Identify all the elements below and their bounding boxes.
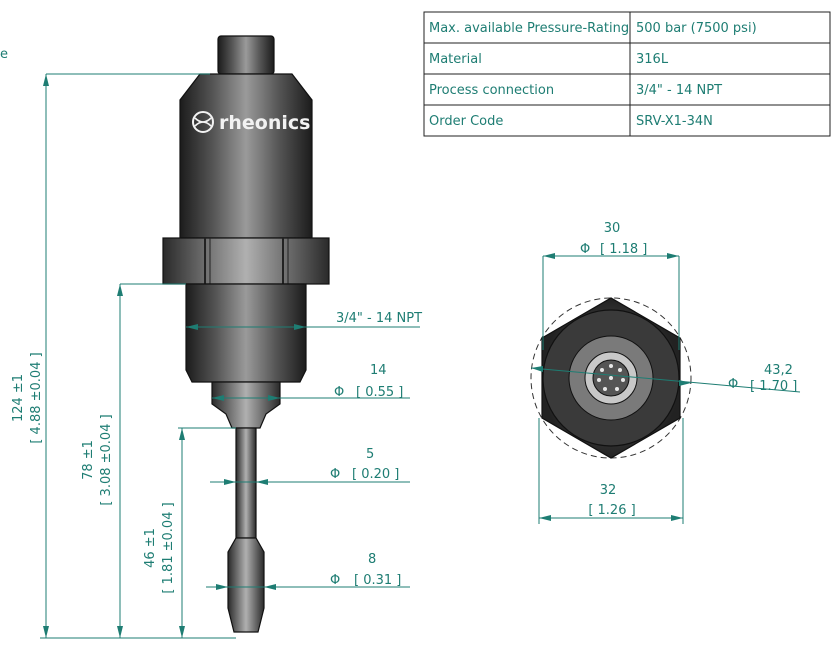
spec-label-order-code: Order Code: [429, 114, 503, 129]
dim-thread-to-tip-mm: 78 ±1: [81, 440, 96, 480]
sensor-tip: [227, 537, 265, 633]
connector-pins: [597, 364, 625, 391]
dim-shaft-length-inch: [ 1.81 ±0.04 ]: [161, 502, 176, 593]
dim-thread-to-tip-inch: [ 3.08 ±0.04 ]: [99, 414, 114, 505]
sensor-neck: [211, 381, 281, 429]
dim-hex-corner-inch: [ 1.70 ]: [750, 379, 797, 394]
rheonics-logo-icon: [192, 111, 214, 133]
threaded-connection: [185, 283, 307, 383]
sensor-side-view: rheonics: [162, 35, 330, 633]
dim-thread-label: 3/4" - 14 NPT: [336, 311, 422, 326]
dim-total-height-mm: 124 ±1: [11, 374, 26, 422]
dim-top-dia-mm: 30: [604, 221, 621, 236]
diameter-symbol-top: Φ: [580, 242, 590, 257]
dim-shaft-dia-mm: 5: [366, 447, 374, 462]
dim-hex-corner-mm: 43,2: [764, 363, 793, 378]
sensor-shaft: [235, 427, 257, 539]
spec-value-material: 316L: [636, 52, 669, 67]
hex-nut: [162, 237, 330, 285]
diameter-symbol-hex: Φ: [728, 377, 738, 392]
dim-tip-dia-mm: 8: [368, 552, 376, 567]
dim-hex-flat-mm: 32: [600, 483, 617, 498]
sensor-top-view: 30 Φ [ 1.18 ] 43,2 Φ [ 1.70 ] 32 [ 1.26 …: [530, 221, 801, 524]
spec-value-order-code: SRV-X1-34N: [636, 114, 713, 129]
spec-label-connection: Process connection: [429, 83, 554, 98]
spec-value-pressure: 500 bar (7500 psi): [636, 21, 757, 36]
dim-neck-dia-inch: [ 0.55 ]: [356, 385, 403, 400]
edge-fragment-label: e: [0, 47, 8, 62]
rheonics-logo: rheonics: [192, 111, 310, 134]
connector-plug: [217, 35, 275, 75]
spec-label-pressure: Max. available Pressure-Rating: [429, 21, 629, 36]
side-dimensions: 124 ±1 [ 4.88 ±0.04 ] 78 ±1 [ 3.08 ±0.04…: [11, 73, 422, 639]
dim-total-height-inch: [ 4.88 ±0.04 ]: [29, 352, 44, 443]
dim-neck-dia-mm: 14: [370, 363, 387, 378]
dim-hex-flat-inch: [ 1.26 ]: [588, 503, 635, 518]
sensor-body: [179, 73, 313, 239]
diameter-symbol-neck: Φ: [334, 385, 344, 400]
dim-top-dia-inch: [ 1.18 ]: [600, 242, 647, 257]
spec-value-connection: 3/4" - 14 NPT: [636, 83, 722, 98]
dim-shaft-dia-inch: [ 0.20 ]: [352, 467, 399, 482]
spec-table: Max. available Pressure-Rating 500 bar (…: [423, 11, 831, 137]
dim-tip-dia-inch: [ 0.31 ]: [354, 573, 401, 588]
diameter-symbol-shaft: Φ: [330, 467, 340, 482]
diameter-symbol-tip: Φ: [330, 573, 340, 588]
spec-label-material: Material: [429, 52, 482, 67]
brand-name: rheonics: [219, 112, 310, 134]
dim-shaft-length-mm: 46 ±1: [143, 528, 158, 568]
